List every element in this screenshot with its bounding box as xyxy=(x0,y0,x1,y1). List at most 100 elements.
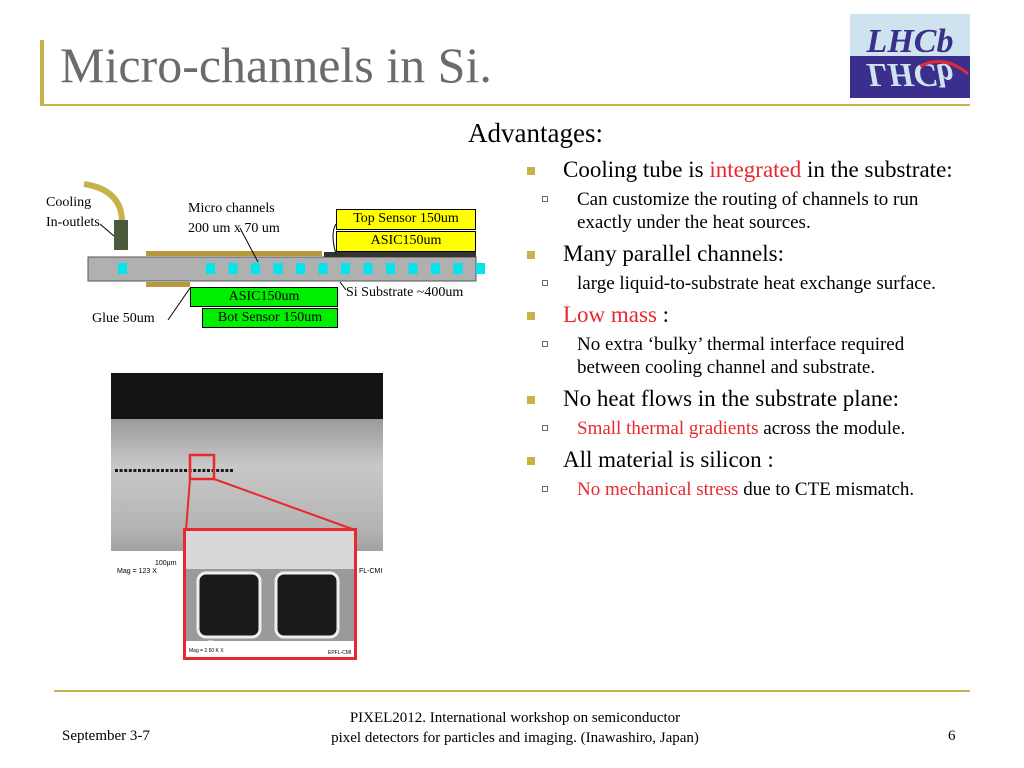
text-run: Cooling tube is xyxy=(563,157,710,182)
zoom-box xyxy=(188,453,216,481)
sem-channel-dot xyxy=(207,469,210,472)
text-run: integrated xyxy=(709,157,802,182)
inoutlets-label: In-outlets xyxy=(46,215,100,230)
diagram-shapes xyxy=(83,181,485,321)
sem-channel-dot xyxy=(147,469,151,472)
text-run: : xyxy=(656,302,670,327)
title-accent-bar xyxy=(40,40,44,106)
sem-channel-dot xyxy=(119,469,123,472)
sem-channel-dot xyxy=(124,469,128,472)
sem-channel-dot xyxy=(142,469,146,472)
sem-channel-dot xyxy=(179,469,183,472)
top-stack-base xyxy=(324,252,476,257)
top-sensor-box: Top Sensor 150um xyxy=(336,209,476,230)
sem-channel-dot xyxy=(115,469,118,472)
sem-channel-dot xyxy=(151,469,155,472)
footer-line-1: PIXEL2012. International workshop on sem… xyxy=(349,710,681,726)
channel-square xyxy=(453,263,463,274)
micro-channels-size-label: 200 um x 70 um xyxy=(188,221,280,236)
bot-sensor-box: Bot Sensor 150um xyxy=(202,308,338,328)
asic-bottom-box: ASIC150um xyxy=(190,287,338,307)
footer-conference: PIXEL2012. International workshop on sem… xyxy=(300,708,730,748)
text-run: large liquid-to-substrate heat exchange … xyxy=(577,273,936,294)
channel-square xyxy=(476,263,485,274)
cooling-label: Cooling xyxy=(46,195,92,210)
sem-channel-dot xyxy=(174,469,178,472)
sem-channel-dot xyxy=(220,469,224,472)
channel-square xyxy=(386,263,395,274)
channel-square xyxy=(408,263,418,274)
lhcb-logo: LHCb LHCb xyxy=(850,14,970,98)
sub-bullet-item: No extra ‘bulky’ thermal interface requi… xyxy=(525,333,955,379)
text-run: No extra ‘bulky’ thermal interface requi… xyxy=(577,334,905,378)
title-rule xyxy=(40,104,970,106)
channel-square xyxy=(118,263,127,274)
channel-square xyxy=(318,263,328,274)
text-run: Low mass xyxy=(563,302,657,327)
glue-bottom xyxy=(146,282,190,287)
channel-square xyxy=(363,263,373,274)
sem-channel-dot xyxy=(184,469,187,472)
channel-square xyxy=(206,263,215,274)
sem-zoom-inset: Mag = 2.50 K X 20µm EPFL-CMI xyxy=(183,528,357,660)
bullet-item: Many parallel channels: xyxy=(525,241,955,267)
sem-channel-dot xyxy=(202,469,206,472)
sem-channel-dot xyxy=(138,469,141,472)
sem-channel-dot xyxy=(170,469,174,472)
cooling-pipe xyxy=(83,181,125,223)
text-run: No mechanical stress xyxy=(577,479,739,500)
sem-channel-dot xyxy=(230,469,233,472)
footer-date: September 3-7 xyxy=(62,728,150,744)
sem-channel-dot xyxy=(165,469,169,472)
channel-square xyxy=(341,263,350,274)
sem-mag-text: Mag = 123 X xyxy=(117,568,157,575)
sem-channel-dot xyxy=(156,469,160,472)
logo-text: LHCb xyxy=(866,23,954,60)
text-run: All material is silicon : xyxy=(563,447,774,472)
bullet-item: Cooling tube is integrated in the substr… xyxy=(525,157,955,183)
channel-left xyxy=(196,571,262,639)
sub-bullet-item: Small thermal gradients across the modul… xyxy=(525,417,955,440)
bullet-item: Low mass : xyxy=(525,302,955,328)
sem-channel-dot xyxy=(197,469,201,472)
text-run: Small thermal gradients xyxy=(577,418,759,439)
sem-channel-dot xyxy=(225,469,229,472)
channel-right xyxy=(274,571,340,639)
slide-title: Micro-channels in Si. xyxy=(60,37,492,93)
sub-bullet-item: Can customize the routing of channels to… xyxy=(525,188,955,234)
channel-square xyxy=(296,263,305,274)
channel-square xyxy=(251,263,260,274)
asic-top-box: ASIC150um xyxy=(336,231,476,252)
channel-square xyxy=(273,263,283,274)
bullet-list: Cooling tube is integrated in the substr… xyxy=(525,157,955,508)
sem-lab-text: FL-CMI xyxy=(359,568,383,575)
bullet-item: All material is silicon : xyxy=(525,447,955,473)
sem-channel-dot xyxy=(216,469,220,472)
sem-scale-text: 100µm xyxy=(155,560,177,567)
channel-square xyxy=(431,263,440,274)
text-run: Many parallel channels: xyxy=(563,241,784,266)
sem-channel-dot xyxy=(193,469,197,472)
page-number: 6 xyxy=(948,728,956,744)
footer-rule xyxy=(54,690,970,692)
text-run: No heat flows in the substrate plane: xyxy=(563,386,899,411)
inset-shapes xyxy=(186,531,354,657)
cooling-connector xyxy=(114,220,128,250)
glue-label: Glue 50um xyxy=(92,311,155,326)
text-run: in the substrate: xyxy=(801,157,953,182)
micro-channels xyxy=(118,263,485,274)
inset-mag-text: Mag = 2.50 K X xyxy=(189,648,224,654)
bullet-item: No heat flows in the substrate plane: xyxy=(525,386,955,412)
glue-top xyxy=(146,251,322,256)
text-run: Can customize the routing of channels to… xyxy=(577,189,919,233)
sem-channel-dot xyxy=(133,469,137,472)
advantages-heading: Advantages: xyxy=(468,118,603,148)
inset-scale-text: 20µm xyxy=(208,640,221,646)
sem-channel-dot xyxy=(128,469,132,472)
channel-square xyxy=(228,263,238,274)
micro-channels-label: Micro channels xyxy=(188,201,275,216)
cross-section-diagram: Cooling In-outlets Micro channels 200 um… xyxy=(40,178,500,338)
text-run: due to CTE mismatch. xyxy=(738,479,915,500)
substrate-label: Si Substrate ~400um xyxy=(346,285,464,300)
